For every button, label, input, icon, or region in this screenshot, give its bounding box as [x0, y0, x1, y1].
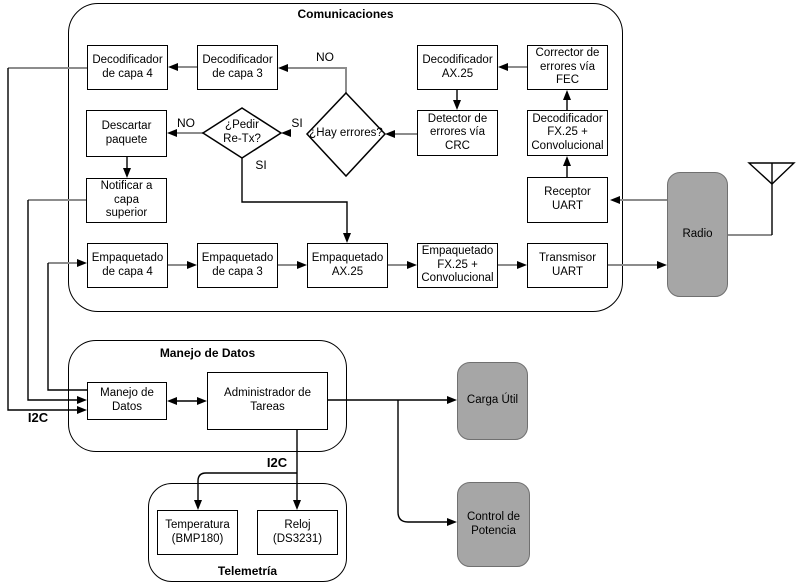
hay-errores-label: ¿Hay errores? — [309, 127, 383, 140]
node-administrador-tareas: Administrador de Tareas — [207, 372, 328, 430]
node-carga-util: Carga Útil — [457, 362, 528, 440]
edge-label-si-down: SI — [255, 158, 267, 172]
comunicaciones-title: Comunicaciones — [297, 7, 394, 21]
node-receptor-uart: Receptor UART — [527, 177, 608, 223]
edge-label-i2c-bottom: I2C — [266, 455, 288, 470]
node-empaquetado-ax25: Empaquetado AX.25 — [307, 243, 388, 288]
manejo-de-datos-title: Manejo de Datos — [159, 346, 256, 360]
edge-label-i2c-left: I2C — [27, 410, 49, 425]
telemetria-container — [148, 483, 347, 582]
hay-errores-diamond — [305, 91, 387, 178]
arrowheads — [77, 63, 667, 526]
antenna-icon — [747, 162, 796, 235]
gray-edges — [8, 66, 772, 266]
black-edges — [7, 68, 568, 523]
node-notificar-capa-superior: Notificar a capa superior — [86, 178, 167, 223]
edge-label-no-left: NO — [177, 116, 195, 130]
pedir-retx-diamond — [201, 107, 283, 159]
edge-label-si-mid: SI — [291, 116, 303, 130]
node-transmisor-uart: Transmisor UART — [527, 243, 608, 288]
node-descartar-paquete: Descartar paquete — [86, 110, 167, 157]
node-decodificador-ax25: Decodificador AX.25 — [417, 45, 498, 90]
node-detector-crc: Detector de errores vía CRC — [417, 110, 498, 156]
node-decodificador-fx25: Decodificador FX.25 + Convolucional — [527, 110, 608, 156]
telemetria-title: Telemetría — [217, 564, 278, 578]
node-corrector-fec: Corrector de errores vía FEC — [527, 45, 608, 90]
node-temperatura-bmp180: Temperatura (BMP180) — [157, 510, 238, 555]
node-control-potencia: Control de Potencia — [457, 482, 530, 567]
node-reloj-ds3231: Reloj (DS3231) — [257, 510, 338, 555]
node-empaquetado-capa-3: Empaquetado de capa 3 — [197, 243, 278, 288]
pedir-retx-label: ¿Pedir Re-Tx? — [223, 119, 261, 145]
node-empaquetado-capa-4: Empaquetado de capa 4 — [87, 243, 168, 288]
decision-diamonds — [201, 91, 387, 178]
edge-label-no-top: NO — [316, 50, 334, 64]
node-radio: Radio — [667, 172, 728, 297]
node-empaquetado-fx25: Empaquetado FX.25 + Convolucional — [417, 243, 498, 288]
node-manejo-de-datos: Manejo de Datos — [87, 382, 167, 420]
comunicaciones-container — [68, 3, 623, 312]
node-decodificador-capa-4: Decodificador de capa 4 — [87, 45, 168, 90]
node-decodificador-capa-3: Decodificador de capa 3 — [197, 45, 278, 90]
manejo-de-datos-container — [68, 340, 347, 452]
